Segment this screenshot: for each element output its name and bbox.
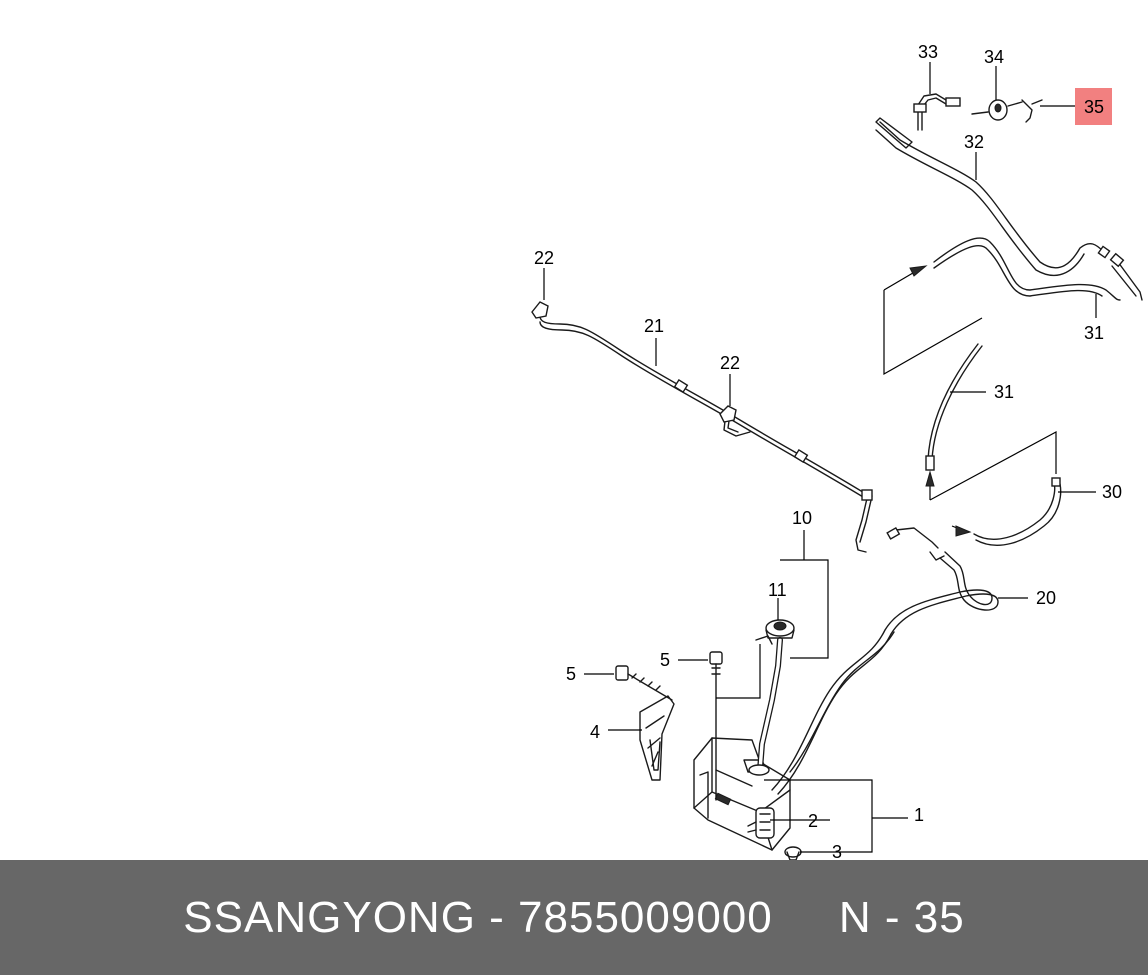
washer-hose-31-lower [925,343,983,471]
grommet-part [784,846,802,860]
tank-bracket [639,695,675,781]
footer-caption: SSANGYONG - 7855009000 N - 35 [183,893,964,943]
callout-5-center: 5 [660,650,670,670]
callout-4: 4 [590,722,600,742]
callout-2: 2 [808,811,818,831]
callout-10: 10 [792,508,812,528]
washer-nozzle-22b [719,405,737,423]
parts-diagram: 1 2 3 4 5 5 10 11 20 21 22 22 30 31 31 3… [531,42,1143,860]
washer-hose-32 [875,117,1111,276]
callout-1: 1 [914,805,924,825]
callout-5-left: 5 [566,664,576,684]
washer-hose-20 [771,526,999,795]
callout-35: 35 [1084,97,1104,117]
callout-30: 30 [1102,482,1122,502]
brand-name: SSANGYONG [183,892,476,942]
callout-31-upper: 31 [1084,323,1104,343]
connector-35 [1021,99,1043,123]
connector-33 [913,93,961,131]
callout-33: 33 [918,42,938,62]
bolt-left [615,665,673,701]
part-number: 7855009000 [518,892,773,942]
spacer [773,893,839,942]
callout-31-lower: 31 [994,382,1014,402]
separator: - [475,892,519,942]
connector-34 [971,99,1023,121]
callout-32: 32 [964,132,984,152]
filler-neck [748,635,783,776]
install-frame-31 [883,265,983,376]
reference-label: N - 35 [838,892,965,942]
callout-21: 21 [644,316,664,336]
footer-bar: SSANGYONG - 7855009000 N - 35 [0,860,1148,975]
callout-3: 3 [832,842,842,860]
leader-lines [543,62,1097,853]
callout-20: 20 [1036,588,1056,608]
callout-35-highlight [1075,88,1112,125]
callout-11: 11 [768,580,787,600]
bolt-center [709,651,723,801]
washer-reservoir-tank [693,737,791,851]
filler-cap [765,619,795,639]
washer-hose-21 [539,315,873,553]
washer-nozzle-22a [531,301,549,319]
install-frame-30 [925,430,1057,537]
callout-22-center: 22 [720,353,740,373]
callout-22-left: 22 [534,248,554,268]
washer-hose-31-upper [933,237,1143,301]
washer-hose-30 [973,477,1062,546]
callout-34: 34 [984,47,1004,67]
